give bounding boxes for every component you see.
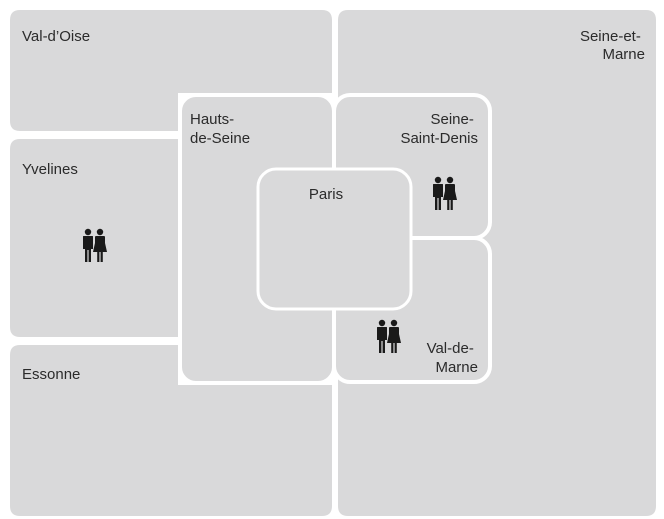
label-hauts-de-seine: Hauts- de-Seine	[190, 111, 250, 147]
label-yvelines: Yvelines	[22, 161, 78, 178]
region-essonne	[6, 341, 336, 519]
label-val-doise: Val-d’Oise	[22, 28, 90, 45]
region-val-doise	[6, 6, 336, 135]
region-paris	[256, 167, 413, 311]
label-seine-et-marne: Seine-et- Marne	[580, 28, 645, 63]
label-seine-saint-denis: Seine- Saint-Denis	[400, 111, 478, 147]
label-val-de-marne: Val-de- Marne	[427, 340, 478, 376]
region-yvelines	[6, 135, 182, 341]
label-paris: Paris	[309, 186, 343, 203]
label-essonne: Essonne	[22, 366, 80, 383]
